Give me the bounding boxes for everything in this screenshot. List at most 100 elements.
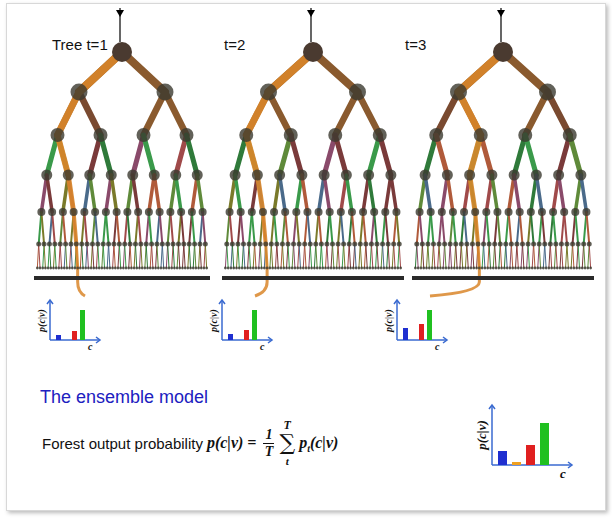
tree-node [195, 267, 198, 270]
tree-node [495, 267, 498, 270]
label-text: p(c|v) [474, 420, 490, 450]
tree-node [243, 267, 246, 270]
tree-edge [294, 244, 295, 268]
tree-node [166, 208, 174, 216]
tree-node [230, 170, 241, 181]
tree-edge [274, 212, 277, 244]
chart-axis [491, 405, 493, 465]
tree-node [514, 267, 517, 270]
tree-node [47, 242, 52, 247]
tree-edge [433, 244, 434, 268]
tree-edge [133, 175, 138, 212]
tree-node [542, 267, 545, 270]
tree-node [252, 242, 257, 247]
tree-edge [330, 212, 333, 244]
tree-edge [162, 244, 163, 268]
tree-edge [536, 175, 542, 212]
decision-tree [222, 8, 404, 296]
tree-node [453, 267, 456, 270]
tree-edge [299, 244, 300, 268]
tree-node [344, 267, 347, 270]
tree-node [180, 128, 194, 142]
tree-edge [539, 244, 540, 268]
tree-node [74, 267, 77, 270]
tree-node [358, 242, 363, 247]
tree-node [106, 170, 117, 181]
tree-node [41, 267, 44, 270]
path-edge [68, 175, 73, 212]
tree-node [160, 267, 163, 270]
tree-node [394, 267, 397, 270]
tree-node [355, 267, 358, 270]
tree-edge [573, 244, 574, 268]
tree-edge [266, 244, 267, 268]
probability-bar [228, 334, 233, 340]
tree-node [328, 128, 342, 142]
tree-edge [227, 244, 228, 268]
tree-node [341, 170, 352, 181]
tree-edge [321, 244, 322, 268]
tree-node [363, 267, 366, 270]
tree-node [553, 242, 558, 247]
tree-node [178, 267, 181, 270]
tree-node [291, 267, 294, 270]
axis-head [489, 405, 495, 409]
tree-node [146, 267, 149, 270]
probability-bar [526, 445, 535, 465]
tree-node [352, 242, 357, 247]
tree-node [380, 267, 383, 270]
probability-bar [72, 331, 77, 340]
tree-edge [92, 244, 93, 268]
tree-node [481, 242, 486, 247]
tree-edge [506, 244, 507, 268]
label-text: c [560, 466, 566, 482]
tree-edge [484, 244, 485, 268]
tree-node [445, 267, 448, 270]
tree-node [52, 242, 57, 247]
tree-node [297, 242, 302, 247]
tree-node [63, 267, 66, 270]
tree-node [95, 242, 100, 247]
tree-edge [241, 212, 244, 244]
tree-node [39, 267, 42, 270]
tree-node [125, 267, 128, 270]
tree-node [63, 242, 68, 247]
leaf-band [222, 276, 404, 280]
label-text: The ensemble model [40, 387, 208, 408]
tree-node [130, 267, 133, 270]
tree-node [386, 242, 391, 247]
tree-node [119, 267, 122, 270]
tree-node [269, 242, 274, 247]
tree-node [321, 267, 324, 270]
tree-node [299, 267, 302, 270]
tree-node [271, 267, 274, 270]
tree-edge [417, 244, 418, 268]
tree-node [199, 208, 207, 216]
tree-edge [84, 212, 87, 244]
formula-text: Forest output probability [42, 435, 203, 452]
tree-node [239, 128, 253, 142]
leaf-band [34, 276, 210, 280]
tree-node [509, 242, 514, 247]
tree-node [230, 267, 233, 270]
tree-edge [442, 212, 445, 244]
tree-node [537, 242, 542, 247]
tree-node [162, 267, 165, 270]
tree-node [542, 242, 547, 247]
bar-chart [489, 405, 572, 468]
tree-edge [567, 244, 568, 268]
formula-text: ∑ [279, 432, 295, 454]
tree-edge [243, 244, 244, 268]
tree-node [433, 267, 436, 270]
tree-node [235, 242, 240, 247]
tree-node [70, 208, 78, 216]
tree-edge [316, 244, 317, 268]
tree-node [420, 170, 431, 181]
path-edge [263, 212, 266, 244]
tree-node [252, 267, 255, 270]
tree-edge [341, 212, 344, 244]
tree-node [48, 208, 56, 216]
tree-node [458, 267, 461, 270]
leaf-band [412, 276, 594, 280]
tree-edge [310, 244, 311, 268]
